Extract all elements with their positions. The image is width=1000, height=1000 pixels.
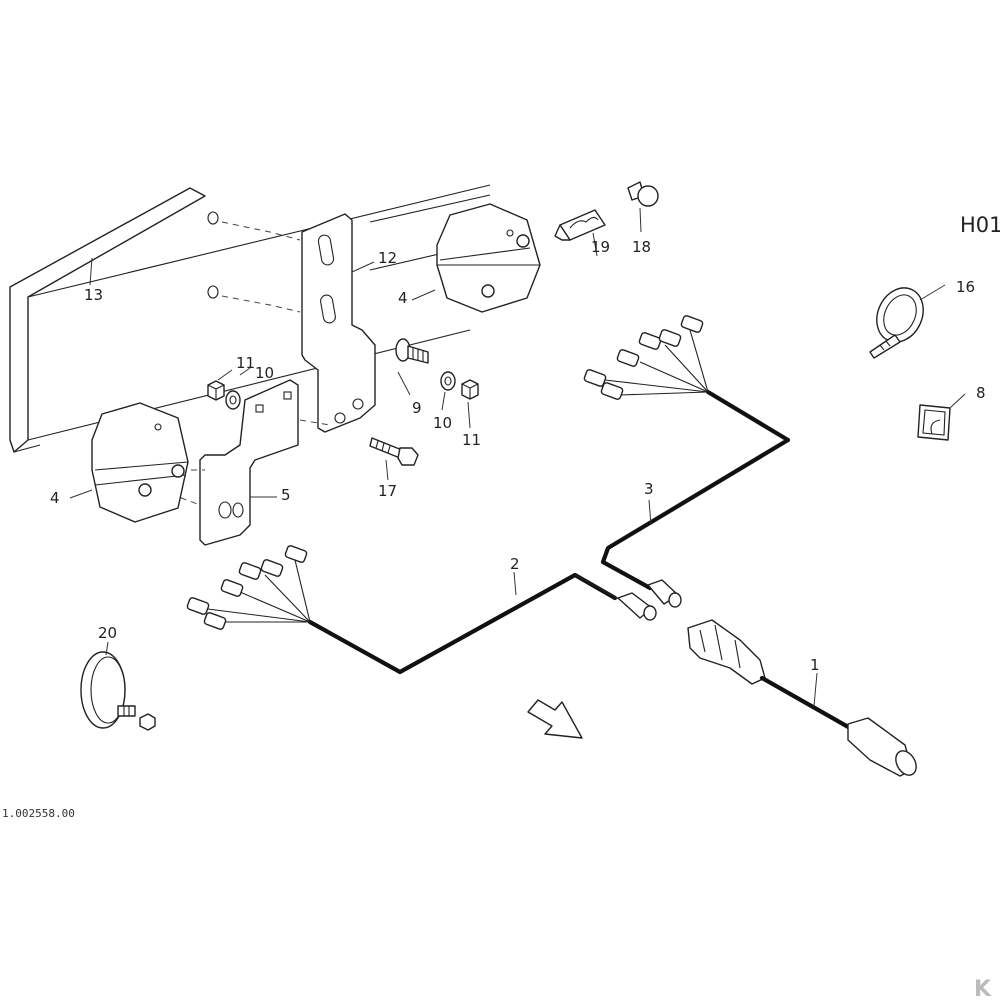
direction-arrow — [527, 699, 583, 739]
label-8: 8 — [976, 384, 986, 402]
label-11-right: 11 — [462, 431, 481, 449]
lamp-part-4-upper — [436, 203, 541, 313]
magnet-part-20 — [80, 651, 156, 731]
label-11-left: 11 — [236, 354, 255, 372]
spade-terminals-right — [583, 315, 704, 400]
page-code: H01 — [960, 213, 1000, 237]
bracket-part-12 — [301, 213, 376, 433]
label-19: 19 — [591, 238, 610, 256]
label-4-lower: 4 — [50, 489, 60, 507]
screw-part-9 — [395, 338, 429, 364]
label-10-right: 10 — [433, 414, 452, 432]
label-1: 1 — [810, 656, 820, 674]
svg-text:K: K — [974, 977, 992, 1000]
harness-part-3 — [583, 315, 791, 608]
label-5: 5 — [281, 486, 291, 504]
spade-terminals-left — [186, 545, 308, 630]
bolt-part-17 — [369, 437, 419, 466]
brand-logo: K — [974, 977, 992, 1000]
part-labels: 13 12 4 11 10 9 10 11 17 5 4 19 18 16 8 … — [50, 238, 986, 674]
bracket-part-5 — [159, 379, 331, 546]
label-4-upper: 4 — [398, 289, 408, 307]
label-12: 12 — [378, 249, 397, 267]
label-13: 13 — [84, 286, 103, 304]
washer-part-10-lower — [225, 390, 241, 410]
bulb-part-18 — [627, 181, 659, 207]
label-2: 2 — [510, 555, 520, 573]
label-3: 3 — [644, 480, 654, 498]
plug-cable-part-1 — [687, 619, 917, 777]
label-20: 20 — [98, 624, 117, 642]
label-16: 16 — [956, 278, 975, 296]
harness-part-2 — [186, 545, 657, 675]
lamp-part-4-lower — [91, 402, 189, 523]
nut-part-11-right — [461, 379, 479, 400]
label-17: 17 — [378, 482, 397, 500]
washer-part-10-upper — [440, 371, 456, 391]
leader-lines — [69, 207, 966, 707]
label-10-left: 10 — [255, 364, 274, 382]
nut-part-11-left — [207, 380, 225, 401]
cable-tie-part-16 — [869, 287, 924, 359]
drawing-number: 1.002558.00 — [2, 807, 75, 820]
bulb-part-19 — [554, 209, 606, 241]
label-9: 9 — [412, 399, 422, 417]
label-18: 18 — [632, 238, 651, 256]
clip-part-8 — [917, 404, 951, 441]
